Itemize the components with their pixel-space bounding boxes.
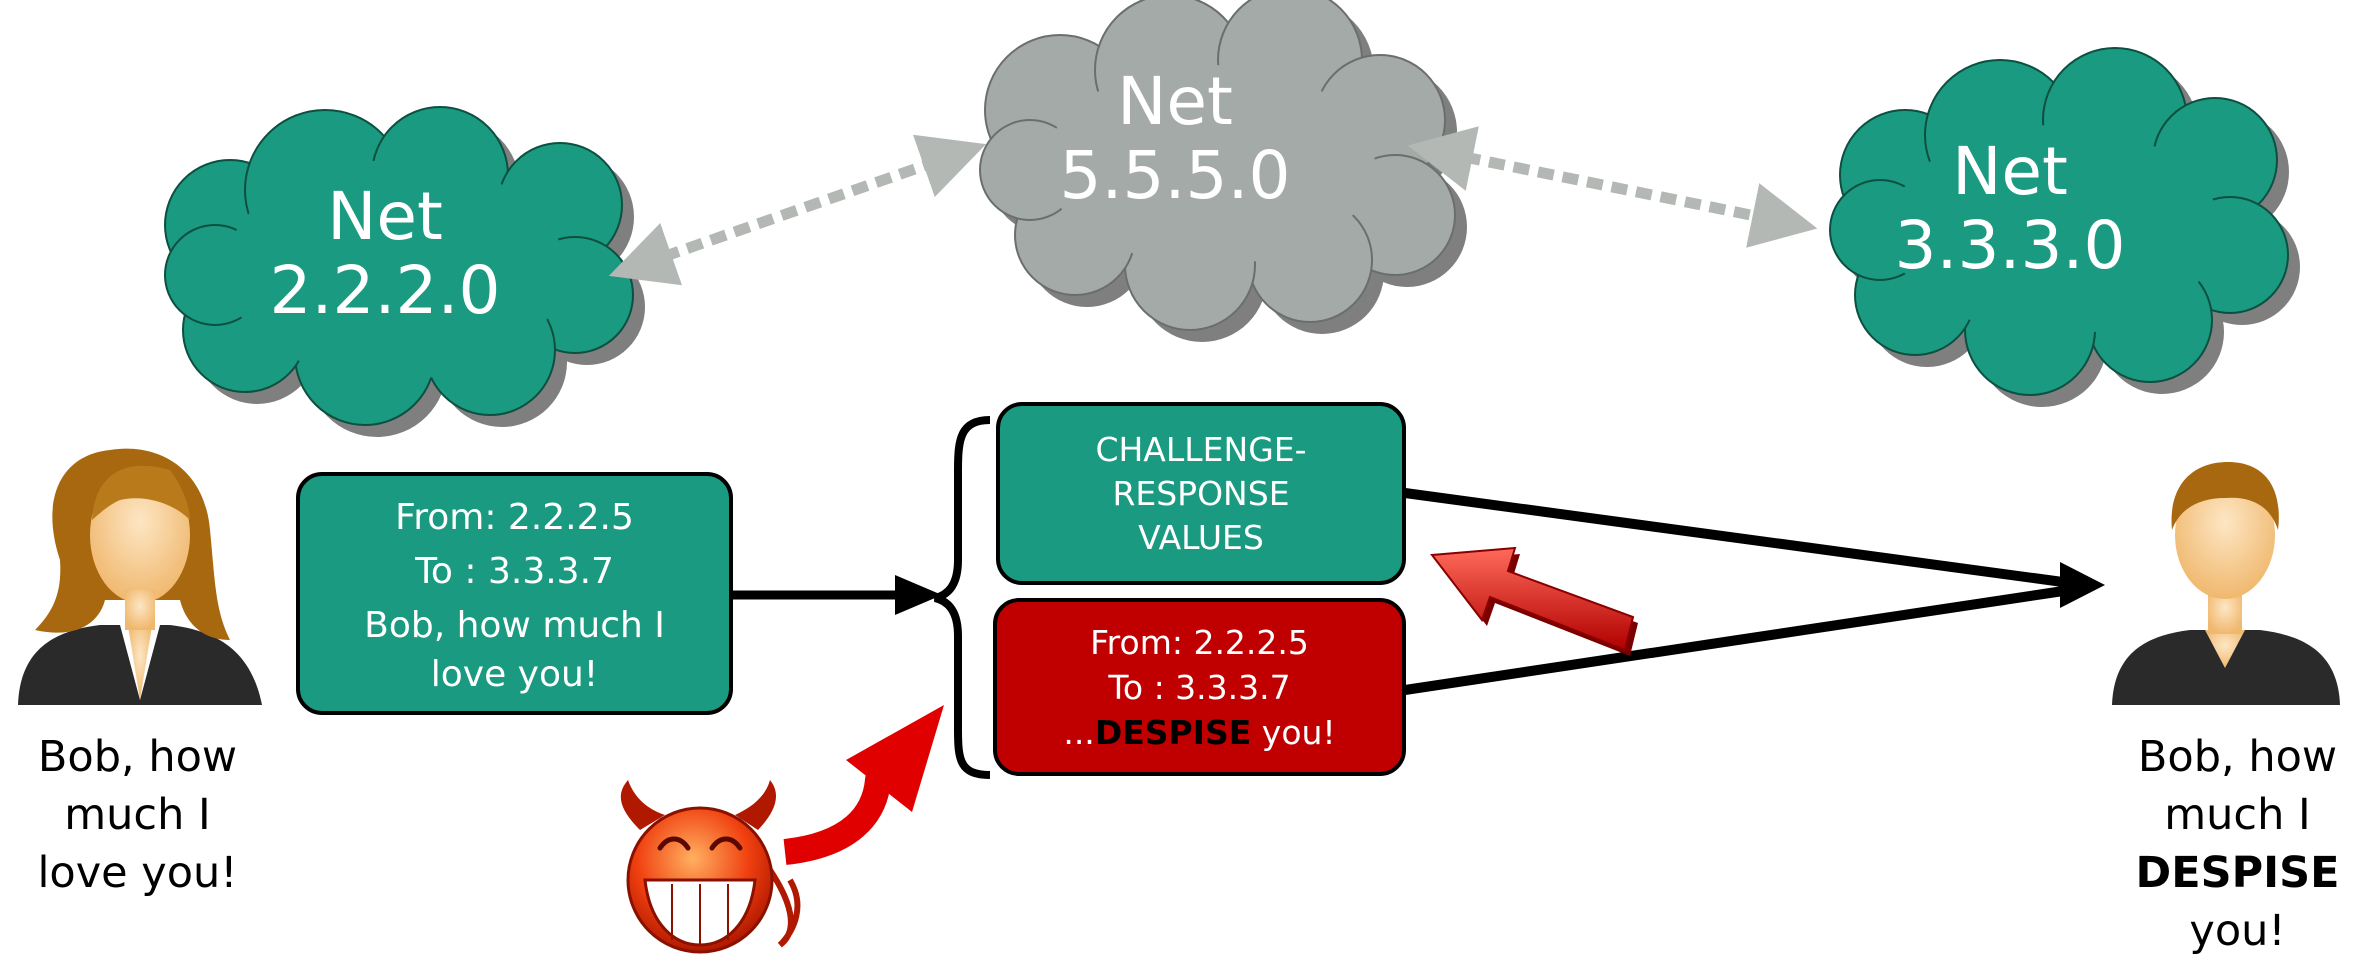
sender-caption-line1: Bob, how xyxy=(37,732,238,782)
forged-message-emphasis: DESPISE xyxy=(1094,712,1252,752)
man-user-icon xyxy=(2112,462,2340,705)
receiver-caption-line4: you! xyxy=(2189,906,2286,956)
sender-caption-line2: much I xyxy=(64,790,211,840)
devil-smiley-icon xyxy=(620,780,801,954)
receiver-caption-line3: DESPISE xyxy=(2135,848,2340,898)
line-challenge-to-receiver xyxy=(1404,488,2071,588)
cloud-net-3-3-3-0 xyxy=(1829,47,2300,407)
cloud-net-5-5-5-0 xyxy=(979,0,1467,342)
grouping-brace xyxy=(933,416,991,779)
receiver-caption-line2: much I xyxy=(2164,790,2311,840)
cloud-label-net-3-3-3-0: Net 3.3.3.0 xyxy=(1880,135,2140,283)
packet-message-line1: Bob, how much I xyxy=(364,604,665,646)
receiver-caption: Bob, how much I DESPISE you! xyxy=(2100,728,2375,960)
forged-message: ...DESPISE you! xyxy=(1063,710,1335,755)
packet-from: From: 2.2.2.5 xyxy=(395,496,634,538)
challenge-response-box: CHALLENGE- RESPONSE VALUES xyxy=(996,402,1406,585)
link-arrow-net5-net3 xyxy=(1407,126,1818,248)
cloud-net-word: Net xyxy=(1117,63,1233,140)
challenge-line3: VALUES xyxy=(1138,517,1264,557)
cloud-net-2-2-2-0 xyxy=(164,106,645,437)
attacker-injection-arrow xyxy=(783,705,944,865)
forged-packet-box: From: 2.2.2.5 To : 3.3.3.7 ...DESPISE yo… xyxy=(993,598,1406,776)
challenge-line2: RESPONSE xyxy=(1112,473,1290,513)
challenge-pointer-arrow xyxy=(1430,546,1638,656)
cloud-label-net-5-5-5-0: Net 5.5.5.0 xyxy=(1045,65,1305,213)
sender-caption-line3: love you! xyxy=(37,848,238,898)
original-packet-box: From: 2.2.2.5 To : 3.3.3.7 Bob, how much… xyxy=(296,472,733,715)
receiver-caption-line1: Bob, how xyxy=(2137,732,2338,782)
cloud-net-address: 5.5.5.0 xyxy=(1059,136,1291,214)
sender-caption: Bob, how much I love you! xyxy=(0,728,275,902)
link-arrow-net2-net5 xyxy=(608,134,987,286)
cloud-net-address: 2.2.2.0 xyxy=(269,251,501,329)
challenge-line1: CHALLENGE- xyxy=(1095,429,1307,469)
forged-to: To : 3.3.3.7 xyxy=(1108,667,1291,707)
line-forged-to-receiver xyxy=(1404,585,2071,695)
receiver-arrow-head xyxy=(2060,562,2105,608)
packet-message-line2: love you! xyxy=(430,653,599,695)
cloud-label-net-2-2-2-0: Net 2.2.2.0 xyxy=(255,180,515,328)
forged-message-prefix: ... xyxy=(1063,712,1095,752)
forged-message-suffix: you! xyxy=(1251,712,1336,752)
forged-from: From: 2.2.2.5 xyxy=(1090,622,1309,662)
packet-to: To : 3.3.3.7 xyxy=(415,550,614,592)
cloud-net-word: Net xyxy=(327,178,443,255)
cloud-net-word: Net xyxy=(1952,133,2068,210)
cloud-net-address: 3.3.3.0 xyxy=(1894,206,2126,284)
woman-user-icon xyxy=(18,448,262,705)
forward-arrow-head xyxy=(895,575,942,615)
